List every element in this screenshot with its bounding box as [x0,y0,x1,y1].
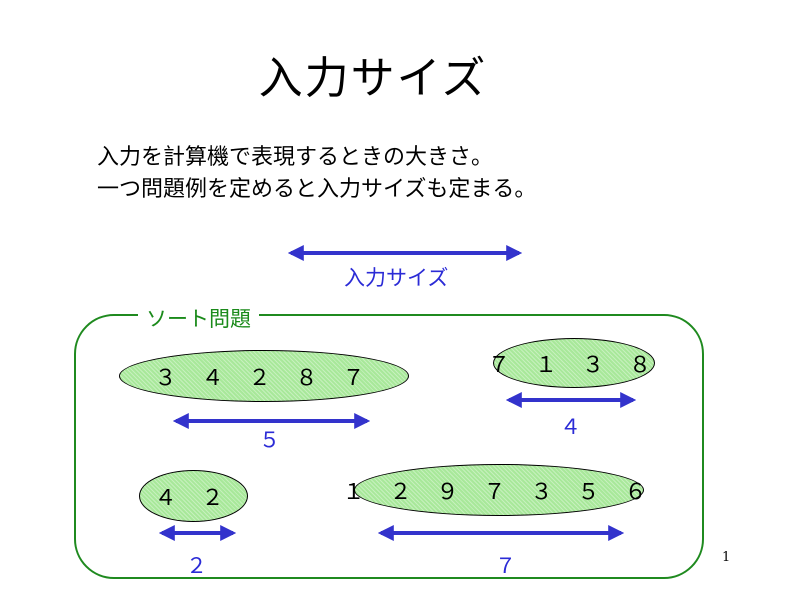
slide-title: 入力サイズ [258,53,488,104]
instance-ellipse-3: ４ ２ [139,470,248,522]
size-label-2: ４ [560,415,581,439]
instance-ellipse-2: ７ １ ３ ８ [488,338,655,388]
description-line-1: 入力を計算機で表現するときの大きさ。 [97,145,494,170]
page-number: 1 [722,550,731,565]
size-label-1: ５ [259,428,280,452]
size-label-4: ７ [495,554,516,578]
description-line-2: 一つ問題例を定めると入力サイズも定まる。 [97,177,537,202]
sort-problem-group [74,314,704,579]
size-label-3: ２ [186,554,207,578]
description: 入力を計算機で表現するときの大きさ。 一つ問題例を定めると入力サイズも定まる。 [97,142,536,206]
instance-ellipse-1: ３ ４ ２ ８ ７ [119,350,409,402]
instance-ellipse-4: １ ２ ９ ７ ３ ５ ６ [343,464,646,516]
input-size-label: 入力サイズ [344,266,449,290]
sort-problem-label: ソート問題 [138,303,259,333]
